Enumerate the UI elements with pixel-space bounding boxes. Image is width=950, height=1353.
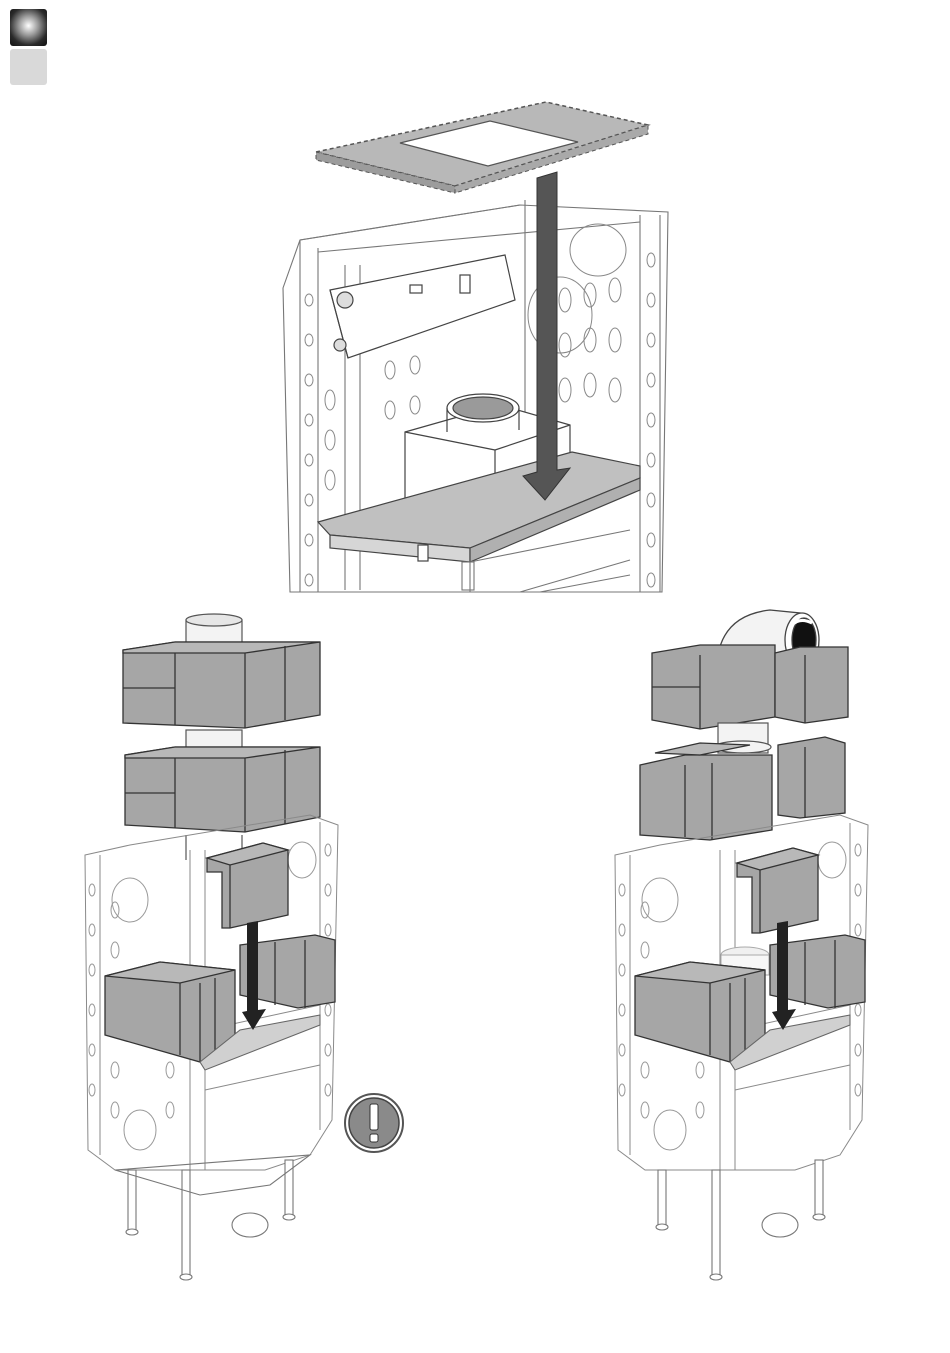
insulation-block-middle bbox=[125, 747, 320, 832]
control-module bbox=[330, 255, 515, 358]
heat-deflector bbox=[737, 848, 818, 933]
elbow-flue-insulation-diagram bbox=[600, 605, 900, 1285]
support-legs bbox=[656, 1160, 825, 1280]
insulation-block-lower bbox=[635, 962, 765, 1062]
support-legs bbox=[115, 1155, 310, 1280]
insulation-block-lower bbox=[105, 962, 235, 1062]
warning-exclamation-icon bbox=[343, 1092, 405, 1154]
insulation-block-upper bbox=[123, 642, 320, 728]
heat-deflector bbox=[207, 843, 288, 928]
top-plate-installation-diagram bbox=[0, 0, 950, 600]
vertical-flue-insulation-diagram bbox=[70, 610, 370, 1290]
top-cover-plate bbox=[316, 102, 648, 193]
insulation-block-upper bbox=[652, 645, 848, 729]
